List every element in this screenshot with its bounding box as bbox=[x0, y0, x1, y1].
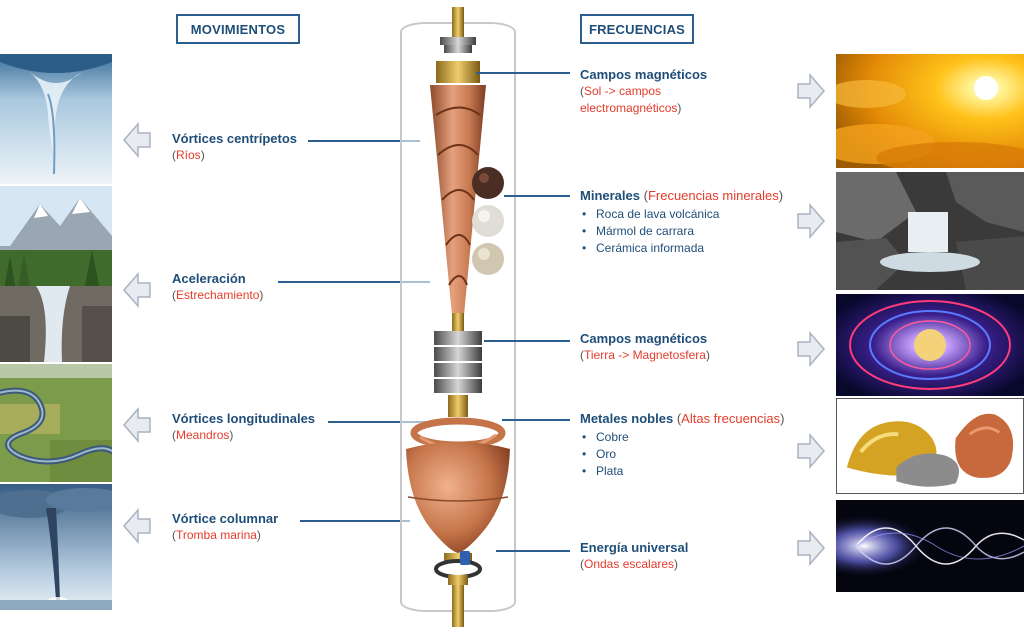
frecuencia-title: Campos magnéticos bbox=[580, 331, 708, 346]
sun-image bbox=[836, 54, 1024, 168]
noble-metals-image bbox=[836, 398, 1024, 494]
movimiento-aceleracion: Aceleración (Estrechamiento) bbox=[172, 270, 263, 304]
movimiento-sub: (Meandros) bbox=[172, 428, 234, 442]
scalar-waves-image bbox=[836, 500, 1024, 592]
frecuencia-minerales: Minerales (Frecuencias minerales) Roca d… bbox=[580, 187, 783, 257]
frecuencia-sub: (Ondas escalares) bbox=[580, 557, 679, 571]
arrow-left-icon bbox=[122, 508, 152, 544]
movimiento-vortices-longitudinales: Vórtices longitudinales (Meandros) bbox=[172, 410, 315, 444]
frecuencia-energia: Energía universal (Ondas escalares) bbox=[580, 539, 688, 573]
list-item: Mármol de carrara bbox=[580, 223, 783, 240]
movimiento-vortice-columnar: Vórtice columnar (Tromba marina) bbox=[172, 510, 278, 544]
frecuencia-campos-sol: Campos magnéticos (Sol -> campos electro… bbox=[580, 66, 707, 117]
connector-line bbox=[278, 281, 430, 283]
connector-line bbox=[484, 340, 570, 342]
arrow-right-icon bbox=[796, 331, 826, 367]
whirlpool-image bbox=[0, 54, 112, 184]
movimiento-title: Vórtices longitudinales bbox=[172, 411, 316, 426]
list-item: Roca de lava volcánica bbox=[580, 206, 783, 223]
connector-line bbox=[308, 140, 420, 142]
connector-line bbox=[328, 421, 428, 423]
frecuencia-metales: Metales nobles (Altas frecuencias) Cobre… bbox=[580, 410, 785, 480]
waterspout-image bbox=[0, 484, 112, 610]
arrow-left-icon bbox=[122, 407, 152, 443]
arrow-left-icon bbox=[122, 122, 152, 158]
rocks-waterfall-image bbox=[836, 172, 1024, 290]
movimiento-sub: (Estrechamiento) bbox=[172, 288, 264, 302]
vortex-device-illustration bbox=[400, 5, 516, 630]
frecuencias-header: FRECUENCIAS bbox=[580, 14, 694, 44]
magnetosphere-image bbox=[836, 294, 1024, 396]
frecuencia-sub: (Tierra -> Magnetosfera) bbox=[580, 348, 710, 362]
movimiento-title: Vórtice columnar bbox=[172, 511, 279, 526]
frecuencia-title: Energía universal bbox=[580, 540, 689, 555]
movimiento-sub: (Tromba marina) bbox=[172, 528, 261, 542]
arrow-right-icon bbox=[796, 530, 826, 566]
movimientos-header: MOVIMIENTOS bbox=[176, 14, 300, 44]
connector-line bbox=[504, 195, 570, 197]
arrow-left-icon bbox=[122, 272, 152, 308]
frecuencia-sub: electromagnéticos) bbox=[580, 101, 682, 115]
frecuencia-title: Metales nobles (Altas frecuencias) bbox=[580, 411, 785, 426]
frecuencia-title: Minerales (Frecuencias minerales) bbox=[580, 188, 784, 203]
meandering-river-image bbox=[0, 364, 112, 482]
list-item: Cerámica informada bbox=[580, 240, 783, 257]
connector-line bbox=[476, 72, 570, 74]
movimiento-vortices-centripetos: Vórtices centrípetos (Ríos) bbox=[172, 130, 297, 164]
movimiento-title: Vórtices centrípetos bbox=[172, 131, 297, 146]
arrow-right-icon bbox=[796, 73, 826, 109]
frecuencia-campos-tierra: Campos magnéticos (Tierra -> Magnetosfer… bbox=[580, 330, 710, 364]
metales-list: Cobre Oro Plata bbox=[580, 429, 785, 480]
list-item: Oro bbox=[580, 446, 785, 463]
connector-line bbox=[496, 550, 570, 552]
frecuencia-sub: (Sol -> campos bbox=[580, 84, 662, 98]
connector-line bbox=[502, 419, 570, 421]
movimiento-title: Aceleración bbox=[172, 271, 246, 286]
list-item: Cobre bbox=[580, 429, 785, 446]
mountain-river-image bbox=[0, 186, 112, 362]
minerales-list: Roca de lava volcánica Mármol de carrara… bbox=[580, 206, 783, 257]
connector-line bbox=[300, 520, 410, 522]
arrow-right-icon bbox=[796, 203, 826, 239]
arrow-right-icon bbox=[796, 433, 826, 469]
frecuencia-title: Campos magnéticos bbox=[580, 67, 708, 82]
list-item: Plata bbox=[580, 463, 785, 480]
movimiento-sub: (Ríos) bbox=[172, 148, 205, 162]
